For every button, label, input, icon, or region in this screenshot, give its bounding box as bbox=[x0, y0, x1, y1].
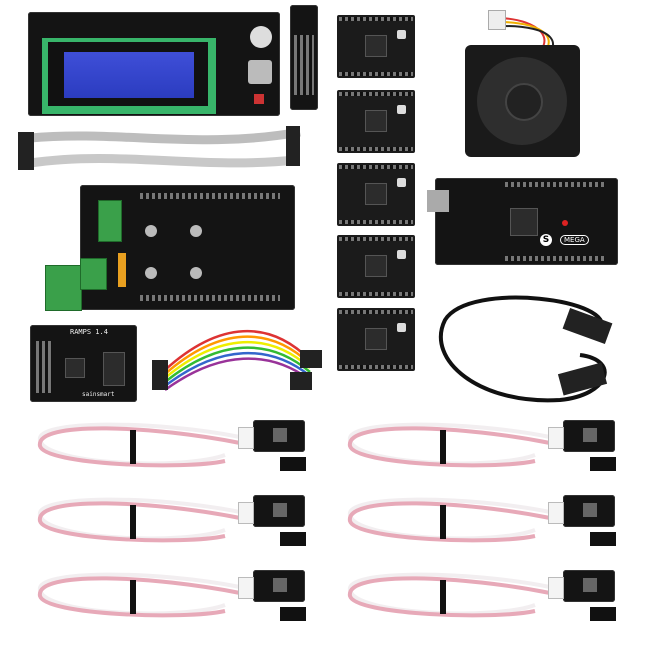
jumper-connector bbox=[152, 360, 168, 390]
endstop-connector bbox=[548, 577, 564, 599]
cable-tie bbox=[440, 505, 446, 539]
ribbon-adapter bbox=[290, 5, 318, 110]
ramps-adapter-board: RAMPS 1.4 sainsmart bbox=[30, 325, 137, 402]
endstop-switch bbox=[563, 420, 615, 452]
endstop-connector bbox=[238, 427, 254, 449]
fan-connector bbox=[488, 10, 506, 30]
jumper-connector bbox=[300, 350, 322, 368]
dupont-connector bbox=[590, 457, 616, 471]
ribbon-connector bbox=[18, 132, 34, 170]
endstop-switch bbox=[563, 570, 615, 602]
dupont-connector bbox=[590, 607, 616, 621]
reset-button-icon bbox=[254, 94, 264, 104]
jumper-connector bbox=[290, 372, 312, 390]
endstop-cable bbox=[347, 501, 551, 543]
stepper-driver bbox=[337, 163, 415, 226]
dupont-connector bbox=[590, 532, 616, 546]
endstop-cable bbox=[37, 426, 241, 468]
endstop-cable bbox=[37, 576, 241, 618]
ribbon-cable bbox=[29, 153, 296, 168]
endstop-connector bbox=[238, 502, 254, 524]
endstop-switch bbox=[563, 495, 615, 527]
endstop-switch bbox=[253, 495, 305, 527]
dupont-connector bbox=[280, 532, 306, 546]
mcu-chip bbox=[510, 208, 538, 236]
endstop-cables bbox=[37, 422, 551, 618]
stepper-driver bbox=[337, 90, 415, 153]
fan-hub-icon bbox=[505, 83, 543, 121]
ribbon-connector bbox=[286, 126, 300, 166]
endstop-connector bbox=[548, 502, 564, 524]
cable-tie bbox=[130, 505, 136, 539]
endstop-cable bbox=[347, 576, 551, 618]
endstop-connector bbox=[548, 427, 564, 449]
cable-tie bbox=[130, 430, 136, 464]
usb-port bbox=[427, 190, 449, 212]
cable-tie bbox=[440, 580, 446, 614]
cable-tie bbox=[130, 580, 136, 614]
stepper-driver bbox=[337, 235, 415, 298]
rotary-knob-icon bbox=[248, 60, 272, 84]
cooling-fan bbox=[465, 45, 580, 157]
ribbon-cable bbox=[29, 127, 301, 145]
sainsmart-logo: S bbox=[540, 234, 552, 246]
adapter-title: RAMPS 1.4 bbox=[70, 328, 108, 336]
power-terminal bbox=[45, 265, 82, 311]
stepper-driver bbox=[337, 15, 415, 78]
buzzer-icon bbox=[250, 26, 272, 48]
adapter-brand: sainsmart bbox=[82, 391, 115, 398]
endstop-cable bbox=[37, 501, 241, 543]
lcd-screen bbox=[64, 52, 194, 98]
endstop-cable bbox=[347, 426, 551, 468]
power-terminal bbox=[98, 200, 122, 242]
mega-label: MEGA bbox=[560, 235, 589, 245]
endstop-switch bbox=[253, 570, 305, 602]
mega-board: S MEGA bbox=[427, 178, 618, 265]
dupont-connector bbox=[280, 607, 306, 621]
jumper-wires bbox=[164, 330, 311, 392]
endstop-connector bbox=[238, 577, 254, 599]
cable-tie bbox=[440, 430, 446, 464]
endstop-switch bbox=[253, 420, 305, 452]
lcd-controller bbox=[28, 12, 280, 116]
power-terminal bbox=[80, 258, 107, 290]
stepper-driver bbox=[337, 308, 415, 371]
dupont-connector bbox=[280, 457, 306, 471]
